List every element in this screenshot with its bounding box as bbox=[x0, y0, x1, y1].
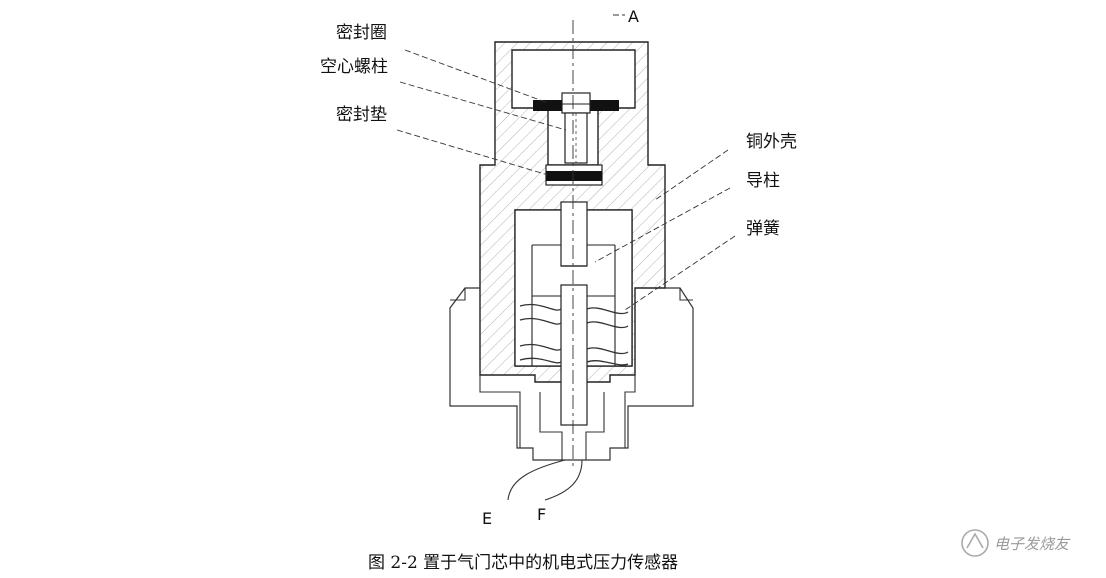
label-hollow-bolt: 空心螺柱 bbox=[320, 57, 388, 77]
wire-e bbox=[507, 459, 566, 501]
leader-lines bbox=[396, 14, 736, 311]
valve-fitting-outline bbox=[449, 287, 694, 461]
figure-caption: 图 2-2 置于气门芯中的机电式压力传感器 bbox=[368, 553, 678, 573]
label-seal-gasket: 密封垫 bbox=[336, 105, 387, 125]
fitting-side-lugs bbox=[450, 288, 693, 301]
terminal-f: F bbox=[537, 505, 546, 524]
copper-shell-body bbox=[479, 41, 666, 383]
bolt-head bbox=[561, 92, 591, 114]
label-copper-shell: 铜外壳 bbox=[746, 132, 797, 152]
terminal-a: A bbox=[628, 7, 639, 26]
seal-ring-right bbox=[587, 100, 619, 111]
seal-gasket-core bbox=[546, 171, 602, 181]
seal-ring-left bbox=[533, 100, 565, 111]
watermark-text: 电子发烧友 bbox=[994, 535, 1071, 553]
label-spring: 弹簧 bbox=[746, 219, 780, 239]
spring bbox=[519, 303, 629, 366]
guide-post-lower bbox=[560, 284, 588, 426]
watermark-logo: 电子发烧友 bbox=[961, 529, 1071, 557]
terminal-e: E bbox=[482, 509, 492, 528]
fitting-inner-steps bbox=[479, 375, 636, 460]
guide-post-upper bbox=[560, 201, 588, 267]
label-guide-post: 导柱 bbox=[746, 171, 780, 191]
wire-f bbox=[544, 459, 583, 501]
label-seal-ring: 密封圈 bbox=[336, 23, 387, 43]
